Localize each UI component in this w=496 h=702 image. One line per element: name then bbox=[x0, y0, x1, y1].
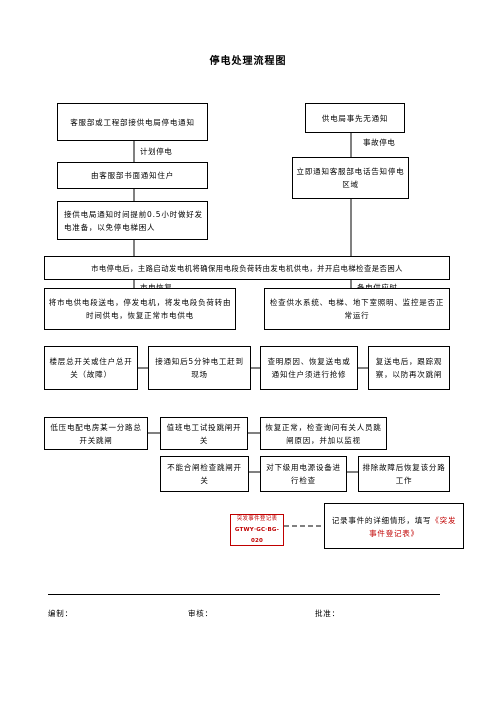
floor-switch-box: 楼层总开关或住户总开关（故障） bbox=[44, 346, 138, 390]
generator-prep-text: 接供电局通知时间提前0.5小时做好发电准备，以免停电梯困人 bbox=[64, 209, 203, 232]
find-cause-text: 查明原因、恢复送电或通知住户须进行抢修 bbox=[267, 357, 351, 379]
record-event-text: 记录事件的详细情形，填写 bbox=[331, 516, 432, 525]
electrician-arrive-box: 接通知后5分钟电工赶到现场 bbox=[148, 346, 251, 390]
stamp-title: 突发事件登记表 bbox=[236, 515, 278, 522]
duty-test-box: 值班电工试投跳闸开关 bbox=[160, 417, 248, 450]
record-event-box: 记录事件的详细情形，填写《突发事件登记表》 bbox=[324, 503, 464, 549]
cannot-close-text: 不能合闸检查跳闸开关 bbox=[167, 463, 242, 485]
written-notice-text: 由客服部书面通知住户 bbox=[91, 171, 174, 180]
find-cause-box: 查明原因、恢复送电或通知住户须进行抢修 bbox=[260, 346, 358, 390]
recover-text: 恢复正常，检查询问有关人员跳闸原因，并加以监视 bbox=[265, 422, 382, 445]
follow-up-box: 复送电后，跟踪观察，以防再次跳闸 bbox=[368, 346, 450, 390]
record-form-name: 《突发事件登记表》 bbox=[369, 516, 457, 538]
prepared-by-label: 编制： bbox=[48, 609, 73, 618]
lv-trip-box: 低压电配电房某一分路总开关跳闸 bbox=[44, 417, 148, 450]
backup-power-label: 备电供应时 bbox=[357, 282, 398, 293]
restore-branch-text: 排除故障后恢复该分路工作 bbox=[362, 463, 446, 485]
duty-test-text: 值班电工试投跳闸开关 bbox=[166, 422, 242, 445]
floor-switch-text: 楼层总开关或住户总开关（故障） bbox=[49, 357, 133, 379]
generator-prep-box: 接供电局通知时间提前0.5小时做好发电准备，以免停电梯困人 bbox=[57, 201, 208, 240]
phone-notice-text: 立即通知客服部电话告知停电区域 bbox=[296, 167, 405, 189]
generator-switch-text: 市电停电后，主路启动发电机将确保用电段负荷转由发电机供电，并开启电梯检查是否困人 bbox=[91, 263, 403, 273]
restore-branch-box: 排除故障后恢复该分路工作 bbox=[358, 456, 450, 492]
restore-mains-box: 将市电供电段送电，停发电机，将发电段负荷转由时间供电，恢复正常市电供电 bbox=[44, 288, 236, 330]
cannot-close-box: 不能合闸检查跳闸开关 bbox=[160, 456, 249, 492]
check-devices-box: 对下级用电源设备进行检查 bbox=[260, 456, 347, 492]
page-title: 停电处理流程图 bbox=[209, 56, 287, 67]
written-notice-box: 由客服部书面通知住户 bbox=[57, 162, 208, 189]
recover-box: 恢复正常，检查询问有关人员跳闸原因，并加以监视 bbox=[260, 417, 387, 450]
follow-up-text: 复送电后，跟踪观察，以防再次跳闸 bbox=[375, 357, 443, 379]
lv-trip-text: 低压电配电房某一分路总开关跳闸 bbox=[50, 422, 142, 445]
footer-divider bbox=[48, 594, 440, 595]
stamp-code: GTWY·GC·BG-020 bbox=[234, 526, 280, 544]
incident-form-stamp: 突发事件登记表 GTWY·GC·BG-020 bbox=[230, 514, 284, 546]
supplier-no-notice-text: 供电局事先无通知 bbox=[321, 113, 389, 123]
customer-notice-box: 客服部或工程部接供电局停电通知 bbox=[57, 103, 208, 141]
customer-notice-text: 客服部或工程部接供电局停电通知 bbox=[70, 117, 195, 127]
mains-restore-label: 市电恢复 bbox=[140, 282, 172, 293]
generator-switch-box: 市电停电后，主路启动发电机将确保用电段负荷转由发电机供电，并开启电梯检查是否困人 bbox=[44, 256, 450, 280]
reviewed-by-label: 审核： bbox=[188, 609, 213, 618]
check-systems-text: 检查供水系统、电梯、地下室照明、监控是否正常运行 bbox=[269, 298, 445, 320]
supplier-no-notice-box: 供电局事先无通知 bbox=[305, 103, 405, 133]
check-systems-box: 检查供水系统、电梯、地下室照明、监控是否正常运行 bbox=[264, 288, 450, 330]
electrician-arrive-text: 接通知后5分钟电工赶到现场 bbox=[155, 357, 244, 379]
restore-mains-text: 将市电供电段送电，停发电机，将发电段负荷转由时间供电，恢复正常市电供电 bbox=[48, 298, 232, 320]
planned-outage-label: 计划停电 bbox=[140, 147, 173, 156]
accident-outage-label: 事故停电 bbox=[363, 138, 396, 147]
check-devices-text: 对下级用电源设备进行检查 bbox=[266, 463, 341, 485]
approved-by-label: 批准： bbox=[315, 609, 340, 618]
phone-notice-box: 立即通知客服部电话告知停电区域 bbox=[292, 157, 409, 199]
